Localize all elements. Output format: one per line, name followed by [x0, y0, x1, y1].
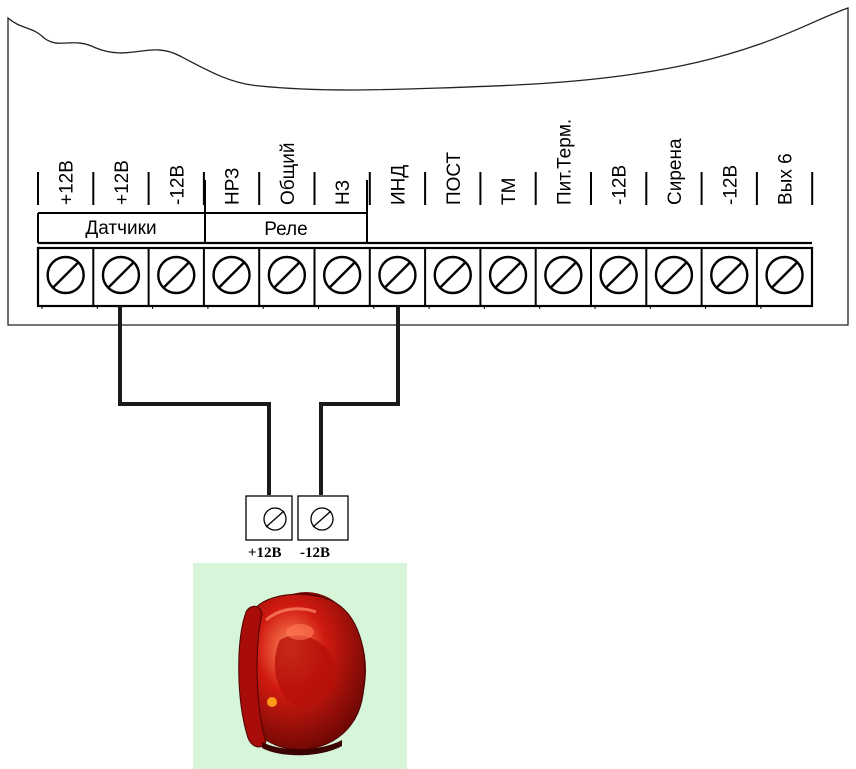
terminal-label: ПОСТ: [444, 151, 465, 205]
terminal-label: Сирена: [665, 138, 686, 205]
terminal-label: +12В: [57, 160, 78, 205]
wire-minus-12v: [319, 306, 400, 495]
screw-icon: [599, 255, 638, 295]
screw-icon: [212, 255, 251, 295]
screw-icon: [378, 255, 417, 295]
screw-icon: [544, 255, 583, 295]
terminal-label: Вых 6: [776, 153, 797, 205]
wire-plus-12v: [118, 306, 271, 495]
screw-icon: [263, 507, 287, 531]
screw-icon: [765, 255, 804, 295]
screw-icon: [310, 507, 334, 531]
terminal-label: ТМ: [499, 178, 520, 205]
group-label-sensors: Датчики: [85, 218, 156, 239]
terminal-label: -12В: [610, 165, 631, 205]
screw-icon: [488, 255, 528, 295]
group-sensors: Датчики: [37, 180, 206, 243]
terminal-label: НРЗ: [223, 168, 244, 205]
screw-icon: [46, 255, 85, 295]
screw-icon: [654, 255, 694, 295]
screw-icon: [433, 255, 472, 295]
terminal-label: Общий: [278, 142, 299, 205]
siren-light-icon: [238, 592, 366, 756]
group-relay: Реле: [205, 180, 368, 243]
terminal-label: НЗ: [333, 180, 354, 205]
terminal-label: +12В: [112, 160, 133, 205]
terminal-block: [36, 172, 814, 309]
siren-device: [193, 563, 407, 769]
device-terminal-plus-label: +12В: [248, 545, 282, 561]
screw-icon: [101, 255, 141, 295]
wires: [118, 306, 400, 495]
screw-icon: [322, 255, 362, 295]
terminal-label: Пит.Терм.: [554, 119, 575, 205]
screw-icon: [710, 255, 749, 295]
device-terminal-minus-label: -12В: [300, 545, 330, 561]
terminal-label: -12В: [167, 165, 188, 205]
device-terminal-block: +12В -12В: [245, 495, 349, 561]
group-label-relay: Реле: [264, 219, 307, 240]
controller-board-outline: [7, 7, 849, 326]
screw-icon: [267, 255, 307, 295]
terminal-label: -12В: [720, 165, 741, 205]
terminal-label: ИНД: [388, 165, 409, 205]
screw-icon: [157, 255, 196, 295]
